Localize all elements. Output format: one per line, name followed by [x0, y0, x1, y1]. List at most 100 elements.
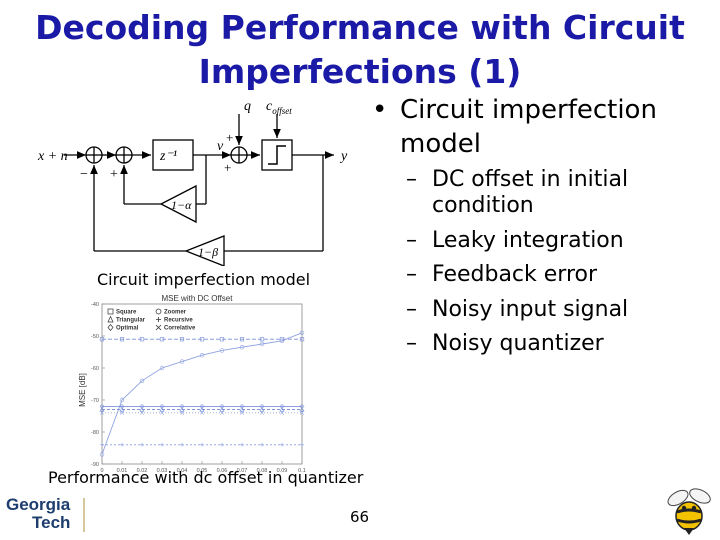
x-tick-label: 0.02	[137, 468, 148, 474]
bullet-list: • Circuit imperfection model –DC offset …	[366, 93, 716, 366]
data-point-correlative	[219, 410, 225, 415]
alpha-label: 1−α	[171, 198, 192, 212]
sub-bullet-text: Noisy quantizer	[432, 331, 604, 357]
sub-bullet-text: DC offset in initial condition	[432, 167, 629, 218]
legend-marker-recursive	[156, 317, 161, 322]
data-point-square	[179, 337, 185, 342]
main-bullet: • Circuit imperfection model	[366, 93, 716, 161]
legend-label: Correlative	[164, 326, 196, 332]
x-tick-label: 0.01	[117, 468, 128, 474]
x-tick-label: 0.1	[298, 468, 306, 474]
q-label: q	[244, 99, 251, 114]
sub-bullet-text: Noisy input signal	[432, 296, 629, 322]
yellow-jacket-mascot-icon	[667, 488, 711, 535]
x-tick-label: 0.09	[277, 468, 288, 474]
data-point-square	[139, 337, 145, 342]
v-label: v	[217, 139, 224, 154]
x-tick-label: 0.08	[257, 468, 268, 474]
data-point-recursive	[180, 442, 184, 447]
data-point-square	[239, 337, 245, 342]
dash-mark: –	[406, 331, 417, 357]
sub-bullet: –DC offset in initial condition	[366, 167, 716, 219]
data-point-recursive	[120, 442, 124, 447]
data-point-zoomer	[159, 365, 165, 371]
sub-bullet-text: Feedback error	[432, 262, 598, 288]
sub-bullet: –Noisy quantizer	[366, 331, 716, 357]
legend-marker-correlative	[155, 324, 162, 331]
legend-label: Square	[116, 310, 137, 316]
y-tick-label: -90	[91, 462, 99, 468]
data-point-recursive	[220, 442, 224, 447]
series-line-zoomer	[101, 332, 303, 455]
legend-marker-zoomer	[155, 308, 162, 315]
data-point-triangular	[219, 406, 225, 412]
logo-line-1: Georgia	[6, 495, 71, 514]
data-point-triangular	[139, 406, 145, 412]
data-point-square	[219, 337, 225, 342]
data-point-triangular	[279, 406, 285, 412]
data-point-optimal	[159, 403, 165, 409]
logo-line-2: Tech	[32, 513, 70, 532]
data-point-correlative	[299, 410, 305, 415]
data-point-zoomer	[239, 344, 245, 350]
c-main: c	[266, 99, 273, 114]
y-label: y	[339, 149, 348, 164]
minus-sign-1: −	[80, 167, 88, 182]
input-label: x + n	[37, 149, 68, 164]
data-point-recursive	[280, 442, 284, 447]
c-sub: offset	[272, 106, 292, 116]
data-point-recursive	[260, 442, 264, 447]
data-point-zoomer	[179, 359, 185, 364]
data-point-correlative	[239, 410, 245, 415]
data-point-triangular	[259, 406, 265, 412]
y-tick-label: -70	[91, 398, 99, 404]
title-line-1: Decoding Performance with Circuit	[35, 8, 685, 47]
beta-gain	[184, 235, 225, 266]
data-point-triangular	[199, 406, 205, 412]
data-point-square	[299, 337, 305, 342]
data-point-square	[119, 337, 125, 342]
data-point-optimal	[219, 403, 225, 409]
data-point-square	[259, 337, 265, 342]
legend-label: Optimal	[116, 326, 139, 332]
caption-plot: Performance with dc offset in quantizer	[48, 468, 364, 487]
x-tick-label: 0.06	[217, 468, 228, 474]
data-point-zoomer	[199, 352, 205, 358]
x-tick-label: 0.05	[197, 468, 208, 474]
data-point-square	[199, 337, 205, 342]
data-point-correlative	[199, 410, 205, 415]
data-point-optimal	[99, 403, 105, 409]
data-point-zoomer	[279, 338, 285, 343]
data-point-square	[159, 337, 165, 342]
y-tick-label: -80	[91, 430, 99, 436]
data-point-correlative	[119, 410, 125, 415]
data-point-optimal	[279, 403, 285, 409]
y-tick-label: -40	[91, 302, 99, 308]
data-point-recursive	[160, 442, 164, 447]
data-point-optimal	[259, 403, 265, 409]
data-point-triangular	[99, 406, 105, 412]
chart-title: MSE with DC Offset	[162, 294, 234, 303]
data-point-correlative	[179, 410, 185, 415]
dash-mark: –	[406, 167, 417, 192]
main-bullet-text: Circuit imperfection model	[400, 95, 657, 159]
data-point-recursive	[100, 442, 104, 447]
chart-ylabel: MSE [dB]	[78, 373, 87, 407]
data-point-zoomer	[119, 397, 125, 403]
x-tick-label: 0.07	[237, 468, 248, 474]
data-point-correlative	[259, 410, 265, 415]
page-number: 66	[350, 508, 370, 526]
delay-label: z⁻¹	[159, 149, 177, 164]
beta-label: 1−β	[198, 245, 218, 259]
sub-bullet: –Leaky integration	[366, 228, 716, 254]
legend-label: Zoomer	[164, 310, 187, 316]
x-tick-label: 0.03	[157, 468, 168, 474]
circuit-diagram: x + n − + z⁻¹ q + coffset v + y 1−α 1−β	[37, 99, 348, 266]
data-point-recursive	[140, 442, 144, 447]
c-label: coffset	[266, 99, 292, 116]
data-point-triangular	[159, 406, 165, 412]
legend-label: Triangular	[116, 318, 146, 324]
dash-mark: –	[406, 296, 417, 322]
data-point-triangular	[239, 406, 245, 412]
